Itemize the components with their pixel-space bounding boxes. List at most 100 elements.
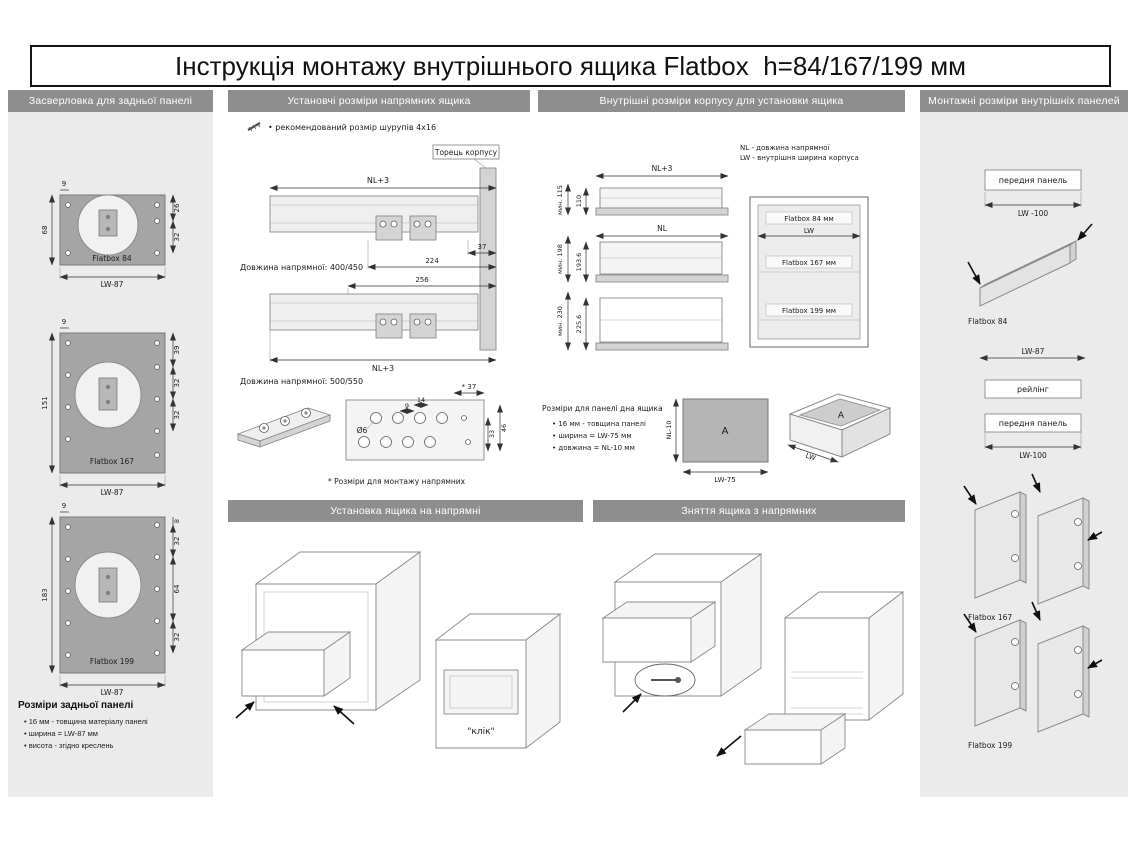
- note-height: • висота - згідно креслень: [24, 741, 114, 750]
- dim-256: 256: [415, 276, 429, 284]
- dim-46: 46: [500, 424, 508, 432]
- level-flatbox199: Flatbox 199 мм: [782, 307, 836, 315]
- page-title: Інструкція монтажу внутрішнього ящика Fl…: [30, 45, 1111, 87]
- cabinet-release-sketch: [601, 553, 763, 713]
- dim-offset-199: 9: [62, 502, 66, 510]
- dim-1936: 193.6: [575, 253, 583, 272]
- rail-drawing-500-550: 256 NL+3 Довжина напрямної: 500/550: [240, 276, 497, 386]
- drawer-bottom-3d: A LW: [787, 393, 892, 463]
- dim-224: 224: [425, 257, 439, 265]
- level-flatbox167: Flatbox 167 мм: [782, 259, 836, 267]
- bottom-panel-note-1: • 16 мм - товщина панелі: [552, 420, 646, 428]
- dim-lw100-bottom: LW-100: [1019, 451, 1047, 460]
- bottom-panel-note-2: • ширина = LW-75 мм: [552, 432, 632, 440]
- dim-nl3-1: NL+3: [367, 176, 389, 185]
- legend-nl: NL - довжина напрямної: [740, 144, 830, 152]
- drilling-flatbox199: 9 183 8 32 64 32 LW-87 Flatbox 199: [41, 502, 181, 697]
- side-view-167: NL 193.6 мин. 198: [556, 224, 729, 283]
- cabinet-end-bar: [479, 167, 497, 351]
- label-flatbox84: Flatbox 84: [92, 254, 132, 263]
- panel-a-3d-label: A: [838, 411, 845, 421]
- dim-r2-84: 32: [173, 233, 181, 242]
- drilling-flatbox84: 9 68 26 32 LW-87 Flatbox 84: [41, 180, 181, 289]
- label-flatbox84-mount: Flatbox 84: [968, 317, 1008, 326]
- panel-mounting-drawings: передня панель LW -100 Flatbox 84 LW-87 …: [963, 169, 1103, 750]
- rear-panel-drilling-drawings: 9 68 26 32 LW-87 Flatbox 84 9 151 39 32 …: [41, 180, 181, 697]
- rail-3d-sketch: [236, 407, 332, 448]
- torets-label: Торець корпусу: [434, 148, 498, 157]
- dim-min115: мин. 115: [556, 185, 564, 215]
- dim-r3-167: 32: [173, 411, 181, 420]
- header-drilling: Засверловка для задньої панелі: [8, 90, 213, 112]
- dim-r2-167: 32: [173, 379, 181, 388]
- header-mounting: Монтажні розміри внутрішніх панелей: [920, 90, 1128, 112]
- dim-14: 14: [417, 396, 425, 404]
- level-flatbox84: Flatbox 84 мм: [784, 215, 834, 223]
- dim-9: 9: [405, 402, 409, 410]
- label-flatbox167-mount: Flatbox 167: [968, 613, 1012, 622]
- dim-2256: 225.6: [575, 315, 583, 334]
- dim-min198: мин. 198: [556, 244, 564, 274]
- drilling-flatbox167: 9 151 39 32 32 LW-87 Flatbox 167: [41, 318, 181, 497]
- cabinet-insert-sketch: [235, 551, 422, 725]
- cabinet-removed-drawer-sketch: [716, 591, 905, 765]
- cabinet-dimensions-drawing: NL - довжина напрямної LW - внутрішня ши…: [542, 144, 892, 484]
- slides-dimensions-drawing: • рекомендований розмір шурупів 4x16 Тор…: [236, 122, 508, 486]
- cabinet-front-view: Flatbox 84 мм LW Flatbox 167 мм Flatbox …: [749, 196, 869, 348]
- front-panel-box-1: [984, 169, 1082, 191]
- side-view-199: 225.6 мин. 230: [556, 291, 729, 351]
- rear-panel-notes: Розміри задньої панелі • 16 мм - товщина…: [18, 700, 206, 750]
- screw-icon: [247, 122, 261, 132]
- dim-offset-84: 9: [62, 180, 66, 188]
- dim-star37: * 37: [462, 383, 477, 391]
- flatbox167-panels-sketch: [963, 473, 1103, 605]
- header-install: Установка ящика на напрямні: [228, 500, 583, 522]
- rear-panel-notes-title: Розміри задньої панелі: [18, 700, 134, 711]
- dim-110: 110: [575, 195, 583, 207]
- dim-r4-199: 32: [173, 633, 181, 642]
- bottom-panel-title: Розміри для панелі дна ящика: [542, 404, 663, 413]
- dim-lw: LW: [804, 227, 814, 235]
- screw-note: • рекомендований розмір шурупів 4x16: [268, 123, 436, 132]
- dim-33: 33: [488, 430, 496, 438]
- dim-height-199: 183: [41, 588, 49, 601]
- cabinet-click-sketch: "клік": [434, 613, 562, 749]
- dim-offset-167: 9: [62, 318, 66, 326]
- install-drawings: "клік": [235, 551, 562, 749]
- bottom-panel-flat: A NL-10 LW-75: [665, 398, 769, 484]
- dim-r2-199: 32: [173, 537, 181, 546]
- dim-r3-199: 64: [173, 584, 181, 593]
- dim-lw-3d: LW: [805, 452, 817, 463]
- rail-drawing-400-450: NL+3 37 224 Довжина напрямної: 400/450: [240, 176, 497, 272]
- dim-height-84: 68: [41, 226, 49, 235]
- dim-height-167: 151: [41, 396, 49, 409]
- header-removal: Зняття ящика з напрямних: [593, 500, 905, 522]
- header-cabinet: Внутрішні розміри корпусу для установки …: [538, 90, 905, 112]
- dim-min230: мин. 230: [556, 306, 564, 336]
- note-width: • ширина = LW-87 мм: [24, 729, 98, 738]
- label-flatbox199: Flatbox 199: [90, 657, 134, 666]
- label-flatbox199-mount: Flatbox 199: [968, 741, 1012, 750]
- dim-nl3-2: NL+3: [372, 364, 394, 373]
- railing-label: рейлінг: [1017, 385, 1049, 394]
- label-flatbox167: Flatbox 167: [90, 457, 134, 466]
- dim-width-167: LW-87: [101, 488, 124, 497]
- dim-nl: NL: [657, 224, 668, 233]
- legend-lw: LW - внутрішня ширина корпуса: [740, 154, 859, 162]
- panel-a-label: A: [722, 426, 729, 437]
- dim-r1-199: 8: [173, 519, 181, 523]
- mounting-holes-plate: * 37 14 9 Ø6 33 46: [345, 383, 508, 461]
- bottom-panel-note-3: • довжина = NL-10 мм: [552, 444, 635, 452]
- front-panel-box-2: [984, 413, 1082, 433]
- click-label: "клік": [467, 727, 494, 737]
- dim-dia6: Ø6: [357, 426, 368, 435]
- torets-label-box: [432, 144, 500, 160]
- dim-nl3: NL+3: [652, 164, 673, 173]
- dim-lw75: LW-75: [714, 476, 735, 484]
- dim-r1-167: 39: [173, 346, 181, 355]
- rail-length-2: Довжина напрямної: 500/550: [240, 377, 363, 386]
- bottom-panel-a: [682, 398, 769, 463]
- dim-width-84: LW-87: [101, 280, 124, 289]
- dim-nl10: NL-10: [665, 421, 673, 440]
